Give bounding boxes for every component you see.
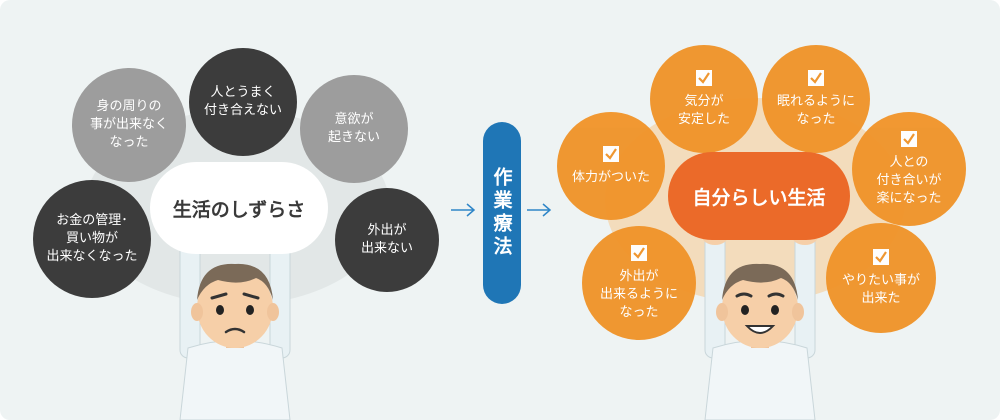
right-bubble-stamina: 体力がついた: [557, 112, 665, 220]
right-bubble-sleep-text: 眠れるように なった: [776, 94, 855, 127]
right-bubble-relationships-text: 人との 付き合いが 楽になった: [876, 155, 942, 206]
left-bubble-going-out-text: 外出が 出来ない: [360, 223, 413, 256]
right-bubble-doing-things-text: やりたい事が 出来た: [841, 273, 920, 306]
check-icon: [696, 70, 712, 86]
left-bubble-self-care: 身の周りの 事が出来なく なった: [72, 68, 186, 182]
left-center-pill: 生活のしずらさ: [150, 162, 328, 254]
right-bubble-relationships: 人との 付き合いが 楽になった: [852, 112, 966, 226]
occupational-therapy-pill: 作業療法: [483, 122, 521, 304]
check-icon: [631, 245, 647, 261]
right-bubble-doing-things: やりたい事が 出来た: [826, 223, 936, 333]
happy-person-illustration: [702, 232, 818, 420]
left-bubble-relationships: 人とうまく 付き合えない: [189, 48, 297, 156]
worried-person-illustration: [177, 238, 293, 420]
left-bubble-money-shopping: お金の管理･ 買い物が 出来なくなった: [33, 180, 151, 298]
arrow-left-icon: [451, 203, 476, 217]
right-bubble-mood-stable: 気分が 安定した: [650, 45, 758, 153]
right-bubble-going-out: 外出が 出来るように なった: [582, 226, 696, 340]
left-bubble-going-out: 外出が 出来ない: [335, 188, 439, 292]
left-bubble-money-shopping-text: お金の管理･ 買い物が 出来なくなった: [46, 213, 138, 264]
right-bubble-mood-stable-text: 気分が 安定した: [677, 94, 730, 127]
left-bubble-self-care-text: 身の周りの 事が出来なく なった: [89, 99, 168, 150]
left-center-label: 生活のしずらさ: [172, 198, 306, 221]
right-bubble-going-out-text: 外出が 出来るように なった: [599, 269, 678, 320]
check-icon: [901, 131, 917, 147]
check-icon: [603, 146, 619, 162]
right-center-pill: 自分らしい生活: [668, 152, 850, 240]
occupational-therapy-label: 作業療法: [490, 167, 513, 259]
left-bubble-motivation-text: 意欲が 起きない: [327, 112, 380, 145]
check-icon: [808, 70, 824, 86]
arrow-right-icon: [527, 203, 552, 217]
right-bubble-stamina-text: 体力がついた: [571, 170, 650, 185]
check-icon: [873, 249, 889, 265]
right-bubble-sleep: 眠れるように なった: [762, 45, 870, 153]
right-center-label: 自分らしい生活: [692, 186, 826, 209]
left-bubble-relationships-text: 人とうまく 付き合えない: [203, 85, 282, 118]
left-bubble-motivation: 意欲が 起きない: [300, 75, 408, 183]
